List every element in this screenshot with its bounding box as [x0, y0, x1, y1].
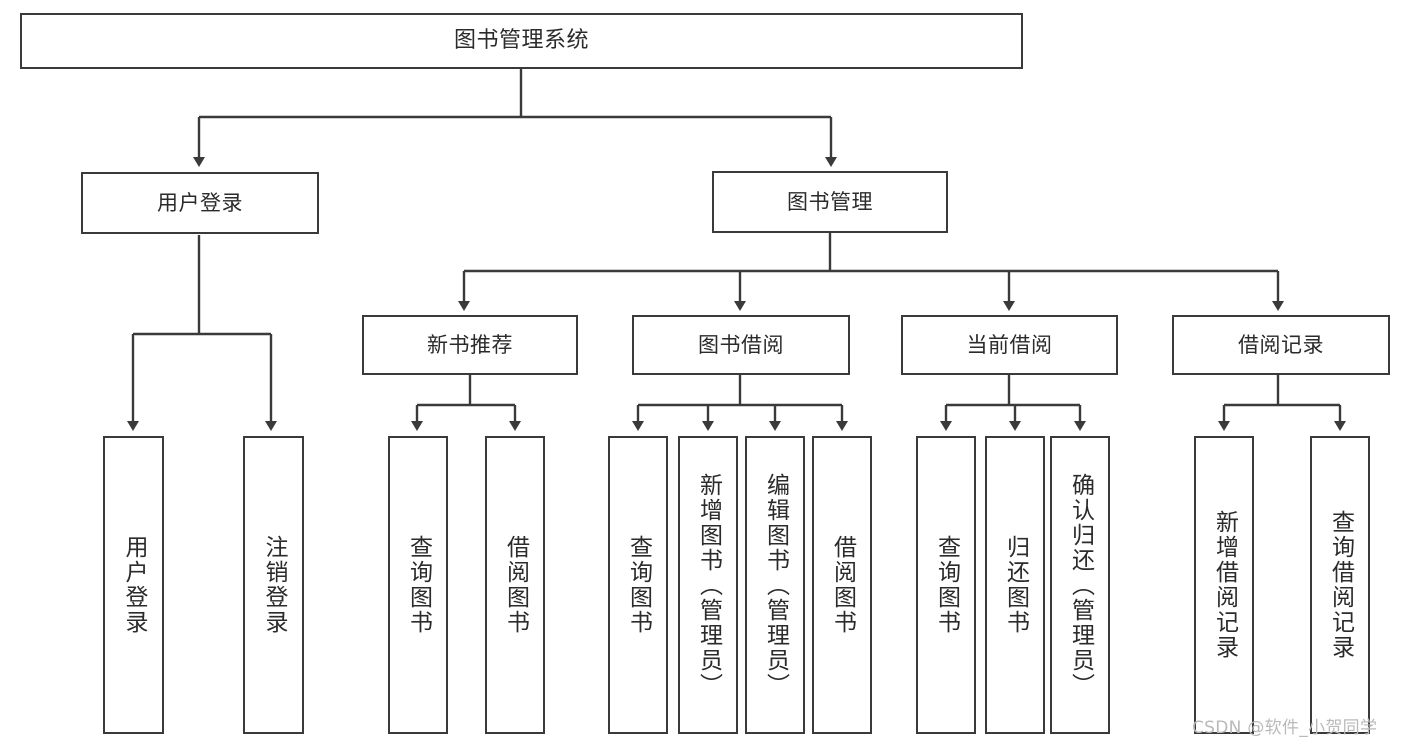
- leaf-add-book-admin[interactable]: 新增图书（管理员）: [678, 436, 738, 734]
- leaf-logout-login[interactable]: 注销登录: [243, 436, 304, 734]
- node-book-management[interactable]: 图书管理: [712, 171, 948, 233]
- node-borrow-records[interactable]: 借阅记录: [1172, 315, 1390, 375]
- node-book-borrow[interactable]: 图书借阅: [632, 315, 850, 375]
- leaf-user-login[interactable]: 用户登录: [103, 436, 164, 734]
- node-label: 查询借阅记录: [1327, 510, 1354, 660]
- node-current-borrow[interactable]: 当前借阅: [901, 315, 1118, 375]
- node-label: 查询图书: [933, 535, 960, 635]
- leaf-edit-book-admin[interactable]: 编辑图书（管理员）: [745, 436, 805, 734]
- node-label: 借阅记录: [1238, 332, 1324, 357]
- node-new-book-recommend[interactable]: 新书推荐: [362, 315, 578, 375]
- leaf-query-books-current[interactable]: 查询图书: [916, 436, 976, 734]
- node-label: 图书管理: [787, 189, 873, 214]
- leaf-return-books[interactable]: 归还图书: [985, 436, 1045, 734]
- node-label: 用户登录: [121, 535, 147, 635]
- node-label: 图书借阅: [698, 332, 784, 357]
- node-label: 新书推荐: [427, 332, 513, 357]
- node-label: 归还图书: [1002, 535, 1029, 635]
- node-user-login[interactable]: 用户登录: [81, 172, 319, 234]
- node-label: 查询图书: [625, 535, 652, 635]
- node-label: 图书管理系统: [453, 28, 589, 54]
- leaf-borrow-books[interactable]: 借阅图书: [812, 436, 872, 734]
- watermark-text: CSDN @软件_小贺同学: [1192, 718, 1378, 738]
- node-label: 借阅图书: [502, 535, 529, 635]
- node-label: 新增借阅记录: [1211, 510, 1238, 660]
- leaf-query-books-borrow[interactable]: 查询图书: [608, 436, 668, 734]
- node-label: 查询图书: [405, 535, 432, 635]
- node-label: 新增图书（管理员）: [695, 472, 722, 698]
- leaf-add-borrow-record[interactable]: 新增借阅记录: [1194, 436, 1254, 734]
- leaf-borrow-books-recommend[interactable]: 借阅图书: [485, 436, 545, 734]
- node-label: 当前借阅: [966, 332, 1053, 357]
- node-label: 借阅图书: [829, 535, 856, 635]
- leaf-confirm-return-admin[interactable]: 确认归还（管理员）: [1050, 436, 1110, 734]
- node-label: 编辑图书（管理员）: [762, 472, 789, 698]
- node-label: 确认归还（管理员）: [1067, 472, 1094, 698]
- node-label: 注销登录: [261, 535, 287, 635]
- node-root-system[interactable]: 图书管理系统: [20, 13, 1023, 69]
- leaf-query-borrow-record[interactable]: 查询借阅记录: [1310, 436, 1370, 734]
- leaf-query-books-recommend[interactable]: 查询图书: [388, 436, 448, 734]
- node-label: 用户登录: [157, 190, 243, 215]
